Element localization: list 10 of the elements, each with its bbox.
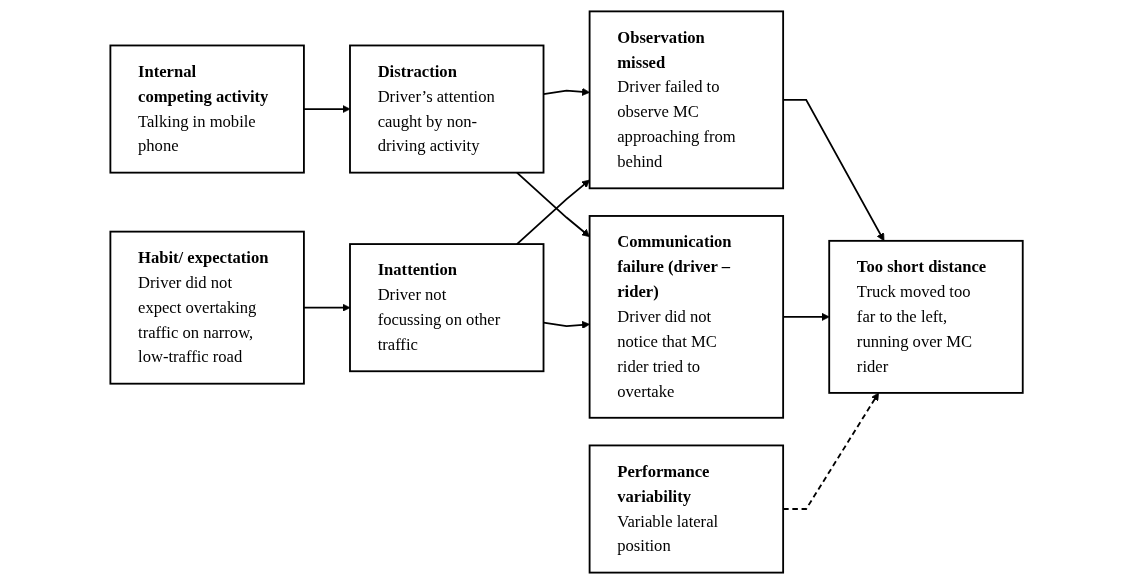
node-box: Observation missed Driver failed to observe MC approaching from behind xyxy=(588,10,784,190)
node-box: Too short distance Truck moved too far to the left, running over MC rider xyxy=(828,239,1024,394)
node-box: Internal competing activity Talking in mobile phone xyxy=(109,44,305,174)
node-box: Communication failure (driver – rider) Driver did not notice that MC rider tried to overtake xyxy=(588,215,784,419)
node-box: Distraction Driver’s attention caught by non-driving activity xyxy=(349,44,545,174)
node-box: Performance variability Variable lateral position xyxy=(588,444,784,574)
node-box: Habit/ expectation Driver did not expect overtaking traffic on narrow, low-traffic road xyxy=(109,230,305,385)
arrow xyxy=(516,171,590,238)
node-box: Inattention Driver not focussing on other traffic xyxy=(349,243,545,373)
arrow xyxy=(516,179,590,245)
